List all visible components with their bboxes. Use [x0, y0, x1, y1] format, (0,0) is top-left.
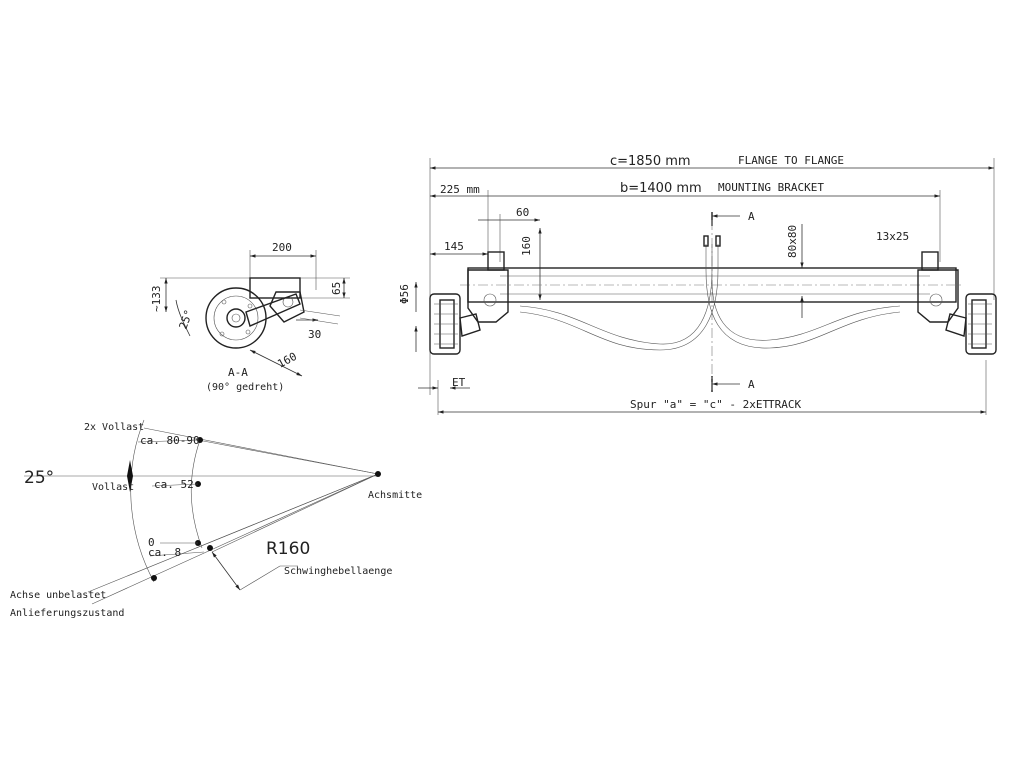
section-a-bottom: A	[748, 378, 755, 391]
angle-diagram: 25° 2x Vollast Vollast ca. 80-90 ca. 52 …	[10, 419, 422, 619]
radius-label: R160	[266, 539, 310, 559]
dim-80x80: 80x80	[786, 225, 799, 258]
swing-arc	[130, 419, 155, 583]
angle-label: 25°	[24, 468, 54, 488]
section-subtitle: (90° gedreht)	[206, 382, 284, 393]
bracket-label: MOUNTING BRACKET	[718, 181, 824, 194]
dim-145: 145	[444, 240, 464, 253]
track-label: TRACK	[768, 398, 801, 411]
dim-13x25: 13x25	[876, 230, 909, 243]
flange-value: c=1850 mm	[610, 154, 691, 169]
zero-label: 0	[148, 536, 155, 549]
unloaded-label: Achse unbelastet	[10, 590, 106, 601]
section-dim-25deg: 25°	[177, 308, 196, 331]
right-wheel-hub	[945, 293, 997, 355]
left-wheel-hub	[429, 293, 481, 355]
lever-length-label: Schwinghebellaenge	[284, 566, 392, 577]
full-load-label: Vollast	[92, 482, 134, 493]
right-mounting-bracket	[917, 251, 959, 323]
range-80-90: ca. 80-90	[140, 434, 200, 447]
left-mounting-bracket	[467, 251, 509, 323]
axle-center-label: Achsmitte	[368, 490, 422, 501]
dim-160-vertical: 160	[520, 236, 533, 256]
brake-drum	[205, 287, 267, 349]
axle-center-point	[375, 471, 381, 477]
delivery-state-label: Anlieferungszustand	[10, 608, 124, 619]
range-8: ca. 8	[148, 546, 181, 559]
et-label: ET	[452, 376, 466, 389]
section-dim-200: 200	[272, 241, 292, 254]
section-a-top: A	[748, 210, 755, 223]
section-a-a-view: 200 ~133 65 25° 30 160 A-A (90° gedreht)	[150, 241, 350, 393]
offset-225: 225 mm	[440, 183, 480, 196]
range-52: ca. 52	[154, 478, 194, 491]
left-brake-cable	[519, 244, 713, 345]
dim-phi56: Φ56	[398, 284, 411, 304]
double-load-label: 2x Vollast	[84, 422, 144, 433]
section-title: A-A	[228, 366, 248, 379]
section-dim-30: 30	[308, 328, 321, 341]
section-dim-160: 160	[275, 350, 299, 371]
point-8	[207, 545, 213, 551]
point-unloaded	[151, 575, 157, 581]
bracket-value: b=1400 mm	[620, 181, 702, 196]
right-brake-cable	[711, 279, 901, 341]
main-axle-view: c=1850 mm FLANGE TO FLANGE 225 mm b=1400…	[398, 154, 997, 415]
section-dim-65: 65	[330, 282, 343, 295]
flange-label: FLANGE TO FLANGE	[738, 154, 844, 167]
swing-arm	[245, 293, 301, 327]
track-formula: Spur "a" = "c" - 2xET	[630, 398, 769, 411]
point-80-90	[197, 437, 203, 443]
dim-60: 60	[516, 206, 529, 219]
section-dim-133: ~133	[150, 286, 163, 313]
